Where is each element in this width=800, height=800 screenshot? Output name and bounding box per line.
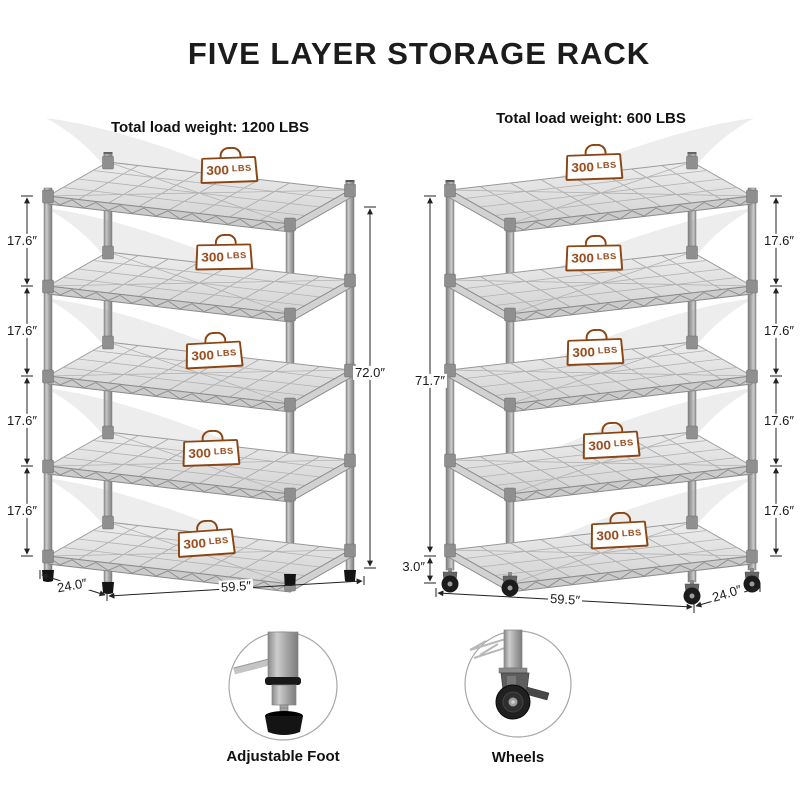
dim-shelf-spacing: 17.6″ [5,412,39,429]
dim-width: 59.5″ [547,591,583,609]
dim-shelf-spacing: 17.6″ [762,502,796,519]
adjustable-foot-label: Adjustable Foot [226,748,340,765]
left-rack-load-subtitle: Total load weight: 1200 LBS [110,119,310,136]
badge-value: 300 [191,347,215,364]
badge-unit: LBS [231,163,253,175]
dim-total-height: 71.7″ [413,372,447,389]
badge-unit: LBS [596,251,618,263]
badge-value: 300 [571,250,595,266]
badge-value: 300 [588,437,612,454]
badge-unit: LBS [213,446,235,458]
dim-shelf-spacing: 17.6″ [5,322,39,339]
badge-unit: LBS [596,160,618,172]
badge-value: 300 [571,159,595,175]
badge-value: 300 [206,162,230,178]
dim-shelf-spacing: 17.6″ [5,502,39,519]
dim-total-height: 72.0″ [353,364,387,381]
badge-value: 300 [188,445,212,461]
dim-shelf-spacing: 17.6″ [762,412,796,429]
badge-value: 300 [596,527,620,544]
dim-wheel-height: 3.0″ [402,558,425,574]
badge-unit: LBS [613,438,635,450]
wheels-callout [464,629,572,738]
wheel-art [469,629,550,720]
dim-shelf-spacing: 17.6″ [5,232,39,249]
badge-unit: LBS [208,535,230,548]
badge-unit: LBS [216,348,238,360]
badge-unit: LBS [621,528,643,540]
right-rack-load-subtitle: Total load weight: 600 LBS [496,110,686,127]
dim-shelf-spacing: 17.6″ [762,232,796,249]
badge-value: 300 [201,249,225,265]
dim-width: 59.5″ [218,578,254,596]
dim-shelf-spacing: 17.6″ [762,322,796,339]
badge-value: 300 [183,535,207,552]
adjustable-foot-art [233,631,303,735]
badge-value: 300 [572,344,596,360]
adjustable-foot-callout [228,631,338,741]
page-title: FIVE LAYER STORAGE RACK [187,36,651,71]
badge-unit: LBS [597,345,619,357]
wheels-label: Wheels [491,749,545,766]
badge-unit: LBS [226,250,248,262]
